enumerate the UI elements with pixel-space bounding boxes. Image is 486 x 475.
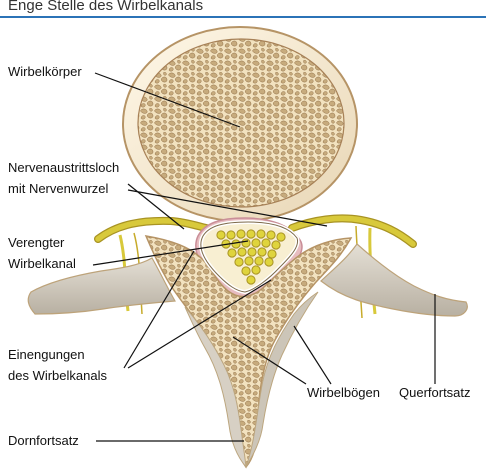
leader-wirbelboegen-right	[294, 326, 331, 384]
right-transverse-process	[321, 244, 467, 316]
label-querfortsatz: Querfortsatz	[399, 385, 471, 400]
page-title: Enge Stelle des Wirbelkanals	[8, 0, 203, 14]
vertebral-body-core	[138, 39, 344, 207]
label-verengter-line1: Verengter	[8, 235, 65, 250]
label-nervenaustritt-line1: Nervenaustrittsloch	[8, 160, 119, 175]
label-wirbelboegen: Wirbelbögen	[307, 385, 380, 400]
label-einengungen-line1: Einengungen	[8, 347, 85, 362]
label-einengungen-line2: des Wirbelkanals	[8, 368, 107, 383]
label-nervenaustritt-line2: mit Nervenwurzel	[8, 181, 109, 196]
label-verengter-line2: Wirbelkanal	[8, 256, 76, 271]
label-dornfortsatz: Dornfortsatz	[8, 433, 79, 448]
label-wirbelkoerper: Wirbelkörper	[8, 64, 82, 79]
